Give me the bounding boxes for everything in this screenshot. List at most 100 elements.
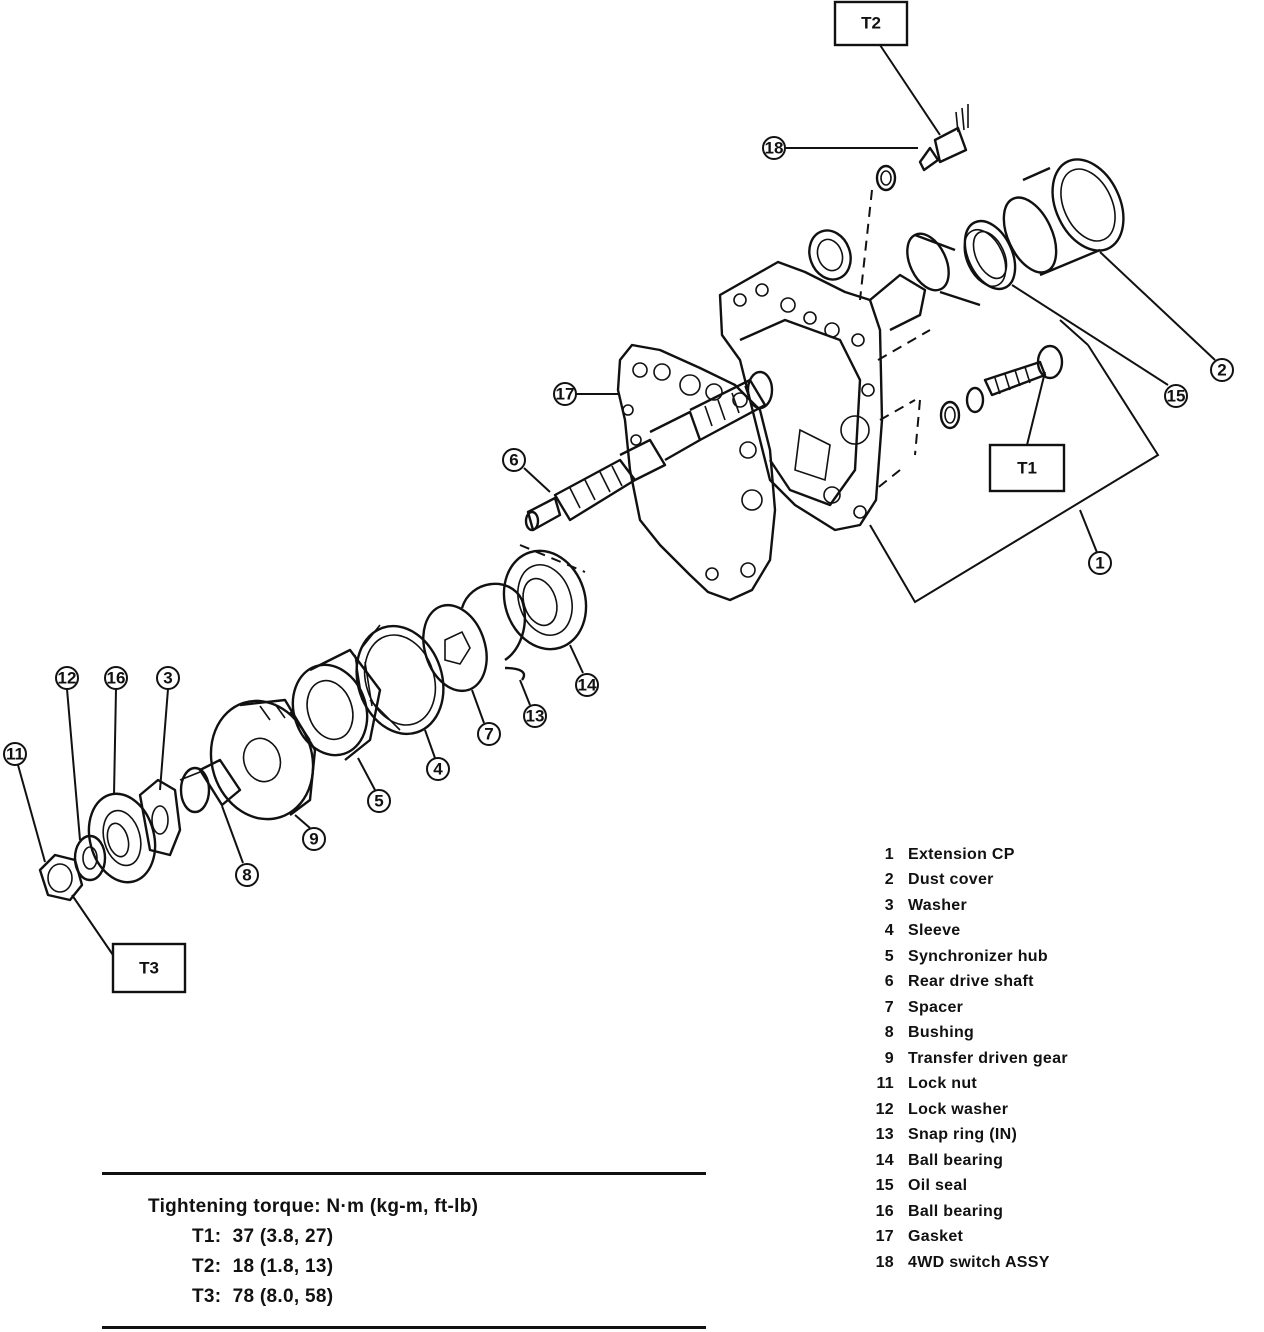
small-oil-seal [808,229,852,281]
torque-box-t3: T3 [71,894,187,994]
legend-number: 16 [875,1202,894,1220]
legend-number: 9 [884,1049,894,1067]
callout-17: 17 [553,382,620,406]
legend-number: 7 [884,998,894,1016]
callout-2: 2 [1099,251,1234,382]
spacer [422,603,488,693]
svg-text:2: 2 [1217,361,1226,380]
svg-text:T3: T3 [139,959,159,978]
torque-title: Tightening torque: N·m (kg-m, ft-lb) [148,1196,479,1217]
torque-label: T2: [192,1256,222,1277]
lock-nut [38,853,84,902]
legend-label: Transfer driven gear [908,1049,1068,1067]
legend-number: 6 [884,973,894,991]
torque-label: T1: [192,1226,222,1247]
legend-item: 9 Transfer driven gear [858,1046,1188,1072]
svg-text:15: 15 [1167,387,1186,406]
top-rule [102,1172,706,1175]
legend-number: 8 [884,1024,894,1042]
svg-text:18: 18 [765,139,784,158]
legend-number: 3 [884,896,894,914]
legend-number: 13 [875,1126,894,1144]
callout-3: 3 [156,666,180,791]
legend-label: Spacer [908,998,964,1016]
legend-label: Lock nut [908,1075,978,1093]
legend-number: 18 [875,1253,894,1271]
legend-label: Ball bearing [908,1151,1004,1169]
svg-text:9: 9 [309,830,318,849]
ball-bearing-14 [502,544,588,651]
legend-item: 7 Spacer [858,995,1188,1021]
gasket [616,343,777,602]
svg-text:16: 16 [107,669,126,688]
torque-row-t1: T1: 37 (3.8, 27) [192,1226,333,1248]
svg-text:6: 6 [509,451,518,470]
callout-13: 13 [519,679,547,728]
callout-11: 11 [3,742,46,863]
svg-text:12: 12 [58,669,77,688]
torque-value: 37 (3.8, 27) [232,1226,334,1247]
callout-14: 14 [569,644,599,697]
rear-drive-shaft [524,370,774,532]
legend-label: Dust cover [908,871,994,889]
svg-text:T2: T2 [861,14,881,33]
callout-18: 18 [762,136,918,160]
washer [138,778,182,857]
bolt [939,344,1064,430]
svg-text:8: 8 [242,866,251,885]
callout-12: 12 [55,666,81,841]
bottom-rule [102,1326,706,1329]
synchronizer-hub [291,648,382,761]
callout-8: 8 [221,805,259,887]
lock-washer [73,834,107,882]
torque-box-t1: T1 [988,371,1066,493]
torque-table: Tightening torque: N·m (kg-m, ft-lb) T1:… [102,1172,706,1332]
legend-label: Sleeve [908,922,961,940]
callout-16: 16 [104,666,128,796]
svg-text:13: 13 [526,707,545,726]
callout-5: 5 [357,757,391,813]
legend-label: Washer [908,896,968,914]
torque-label: T3: [192,1286,222,1307]
legend-label: Lock washer [908,1100,1009,1118]
legend-number: 4 [884,922,894,940]
svg-text:14: 14 [578,676,597,695]
legend-label: Bushing [908,1024,975,1042]
callout-1: 1 [1088,551,1112,575]
legend-item: 18 4WD switch ASSY [858,1250,1188,1276]
svg-text:1: 1 [1095,554,1104,573]
legend-item: 8 Bushing [858,1021,1188,1047]
torque-value: 18 (1.8, 13) [232,1256,334,1277]
callout-15: 15 [1011,284,1188,408]
legend-number: 5 [884,947,894,965]
legend-item: 4 Sleeve [858,919,1188,945]
callout-4: 4 [424,729,450,781]
legend-number: 15 [875,1177,894,1195]
legend-number: 14 [875,1151,894,1169]
legend-number: 11 [876,1075,894,1093]
legend-label: 4WD switch ASSY [908,1253,1050,1271]
legend-item: 12 Lock washer [858,1097,1188,1123]
extension-bracket [869,319,1160,604]
callout-9: 9 [294,814,326,851]
callout-6: 6 [502,448,551,493]
svg-text:T1: T1 [1017,459,1037,478]
legend-number: 12 [875,1100,894,1118]
transfer-driven-gear [209,698,317,821]
legend-item: 5 Synchronizer hub [858,944,1188,970]
svg-text:3: 3 [163,669,172,688]
legend-label: Synchronizer hub [908,947,1048,965]
legend-item: 14 Ball bearing [858,1148,1188,1174]
callout-7: 7 [471,689,501,746]
torque-row-t2: T2: 18 (1.8, 13) [192,1256,333,1278]
svg-text:11: 11 [6,745,24,764]
